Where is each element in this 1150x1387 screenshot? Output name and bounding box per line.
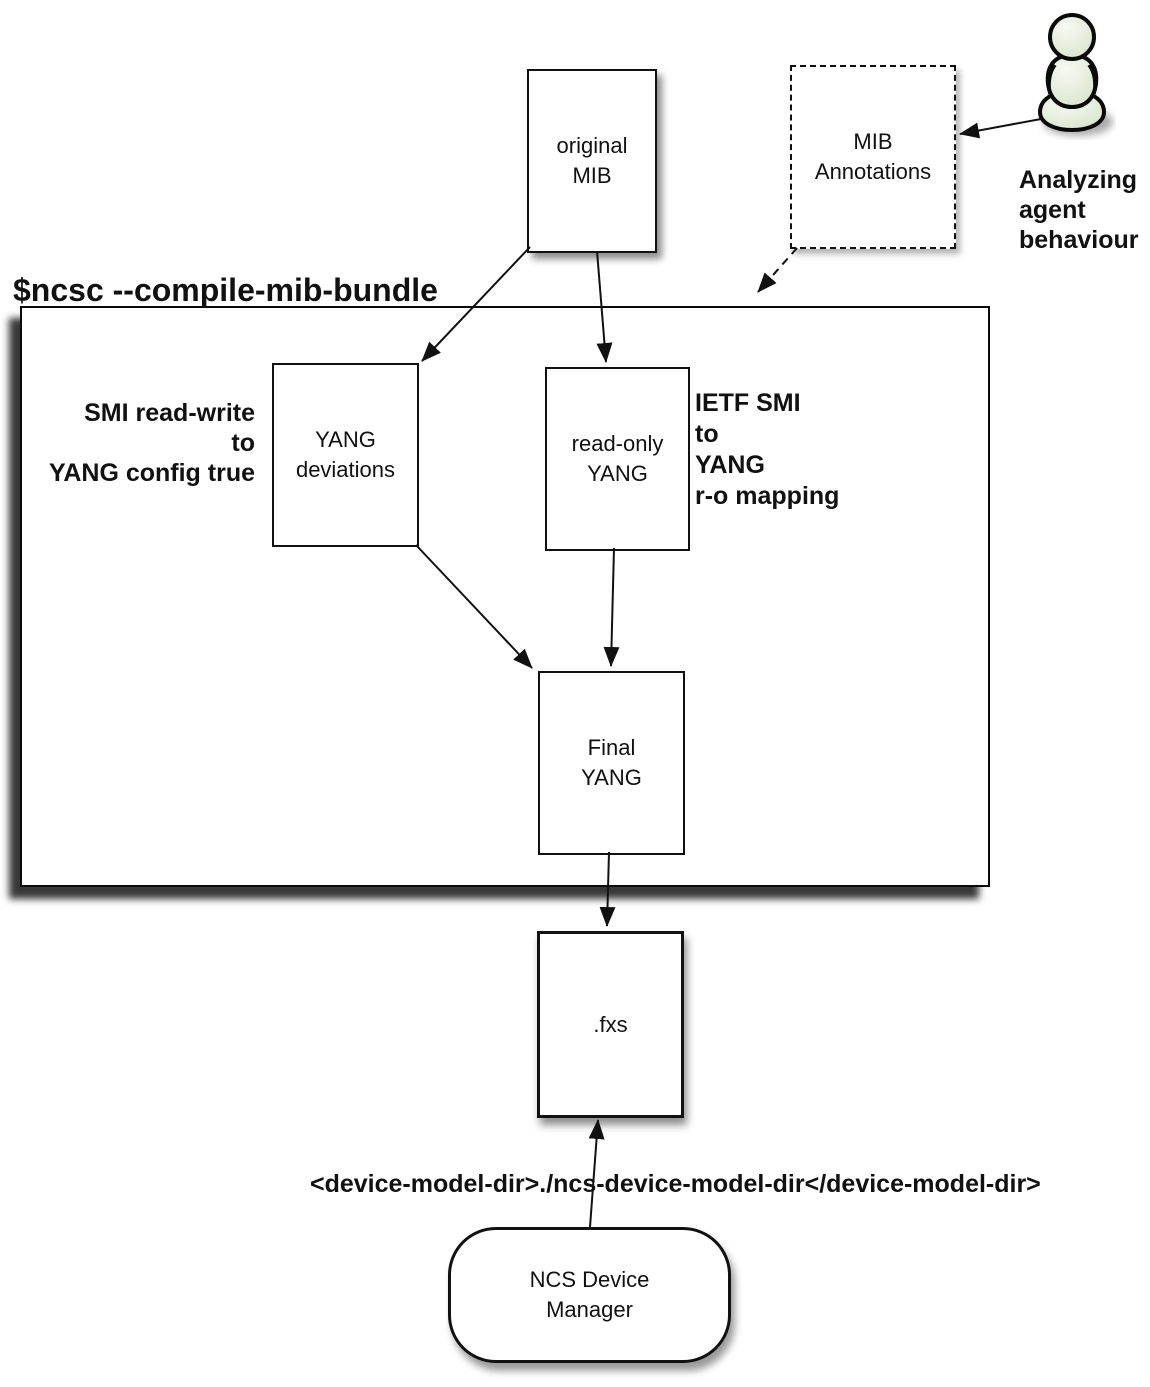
ncs-device-manager-box: NCS Device Manager	[448, 1227, 731, 1363]
final-yang-box: Final YANG	[538, 671, 685, 855]
arrow-mib-annotations-to-region-dashed	[757, 247, 798, 293]
ncs-device-manager-label: NCS Device Manager	[529, 1267, 650, 1322]
read-only-yang-box: read-only YANG	[545, 367, 690, 551]
original-mib-label: original MIB	[556, 133, 628, 188]
final-yang-label: Final YANG	[581, 735, 642, 790]
yang-deviations-box: YANG deviations	[272, 363, 419, 547]
yang-deviations-label: YANG deviations	[295, 427, 396, 482]
compile-mib-bundle-region	[20, 306, 990, 887]
read-only-yang-label: read-only YANG	[571, 431, 664, 486]
ietf-smi-mapping-label: IETF SMI to YANG r-o mapping	[695, 389, 840, 510]
device-model-dir-label: <device-model-dir>./ncs-device-model-dir…	[310, 1170, 1041, 1198]
person-head	[1048, 13, 1096, 61]
person-icon	[1037, 13, 1113, 136]
mib-annotations-box: MIB Annotations	[790, 65, 956, 249]
person-left-arm	[1047, 63, 1057, 95]
original-mib-box: original MIB	[527, 69, 657, 253]
person-right-arm	[1087, 63, 1097, 95]
fxs-box: .fxs	[537, 931, 684, 1118]
mib-annotations-label: MIB Annotations	[814, 129, 932, 184]
fxs-label: .fxs	[593, 1011, 628, 1037]
smi-read-write-mapping-label: SMI read-write to YANG config true	[48, 399, 255, 487]
analyzing-agent-behaviour-label: Analyzing agent behaviour	[1019, 166, 1139, 254]
compile-command-label: $ncsc --compile-mib-bundle	[13, 272, 438, 308]
person-torso	[1045, 52, 1099, 110]
